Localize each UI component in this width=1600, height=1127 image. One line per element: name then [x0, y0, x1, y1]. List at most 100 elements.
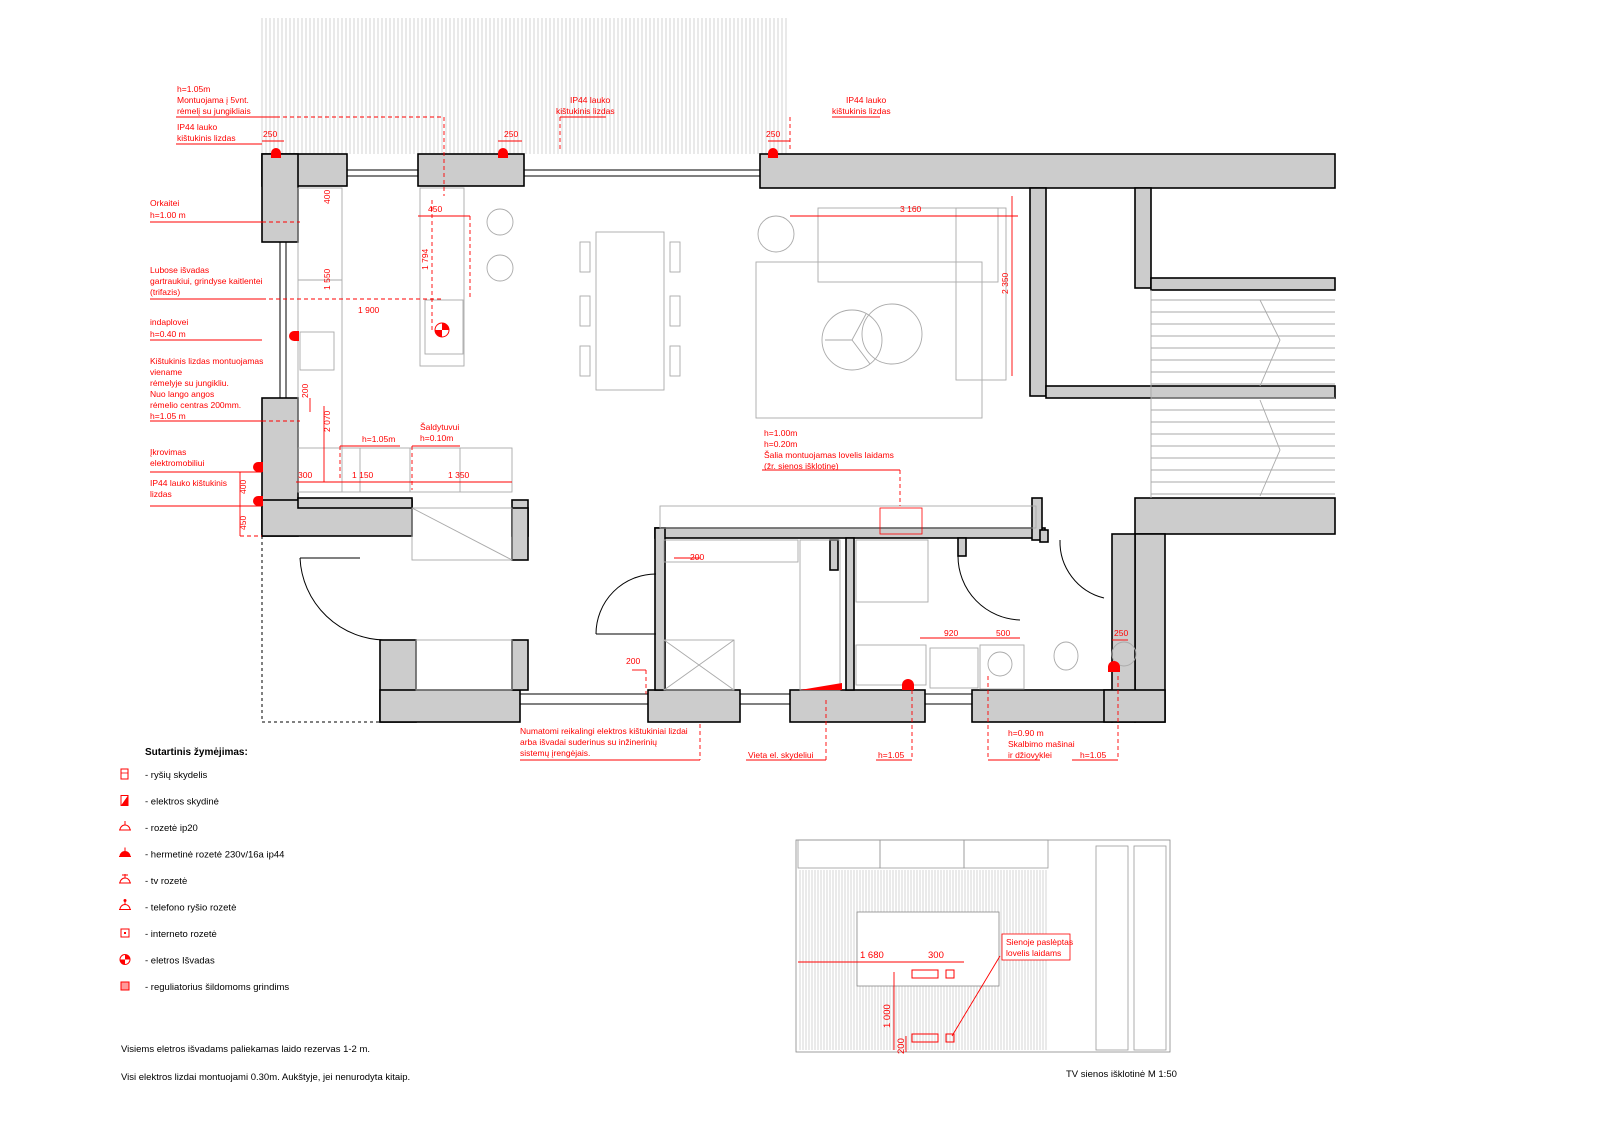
- kistukinis-line6: h=1.05 m: [150, 411, 186, 421]
- dim-300: 300: [298, 470, 312, 480]
- dim-1350: 1 350: [448, 470, 470, 480]
- kistukinis-line3: rėmelyje su jungikliu.: [150, 378, 229, 388]
- doors: [299, 539, 1105, 641]
- ip44-left-line2: kištukinis lizdas: [177, 133, 236, 143]
- hermetine-rozete-icon: [119, 847, 131, 857]
- dim-450-side: 450: [238, 516, 248, 530]
- elev-dim-200: 200: [896, 1038, 907, 1054]
- dim-200-hall: 200: [690, 552, 704, 562]
- lubose-line3: (trifazis): [150, 287, 180, 297]
- note-1: Visiems eletros išvadams paliekamas laid…: [121, 1044, 370, 1055]
- numatomi-line1: Numatomi reikalingi elektros kištukiniai…: [520, 726, 688, 736]
- dim-1550: 1 550: [322, 268, 332, 290]
- reguliatorius-icon: [120, 981, 130, 991]
- ip44-mid-line1: IP44 lauko: [570, 95, 610, 105]
- kistukinis-line5: rėmelio centras 200mm.: [150, 400, 241, 410]
- legend-label: - reguliatorius šildomoms grindims: [145, 982, 289, 993]
- indaplovei-line2: h=0.40 m: [150, 329, 186, 339]
- elev-dim-300: 300: [928, 950, 944, 961]
- dim-250-right: 250: [766, 129, 780, 139]
- legend-label: - tv rozetė: [145, 876, 187, 887]
- dining-table: [579, 231, 681, 391]
- legend-label: - rozetė ip20: [145, 823, 198, 834]
- red-devices: [253, 148, 1120, 690]
- tv-note-line4: (žr. sienos išklotinę): [764, 461, 839, 471]
- elevation-caption: TV sienos išklotinė M 1:50: [1066, 1069, 1177, 1080]
- note-h105-line1: h=1.05m: [177, 84, 210, 94]
- dim-200-door: 200: [626, 656, 640, 666]
- dim-200-kitchen: 200: [300, 384, 310, 398]
- tv-note-line3: Šalia montuojamas lovelis laidams: [764, 450, 894, 460]
- elev-dim-1000: 1 000: [882, 1004, 893, 1028]
- note-h105-line3: rėmelį su jungikliais: [177, 106, 251, 116]
- lubose-line1: Lubose išvadas: [150, 265, 209, 275]
- elev-note-line1: Sienoje paslėptas: [1006, 937, 1073, 947]
- ip44-mid-line2: kištukinis lizdas: [556, 106, 615, 116]
- lubose-line2: gartraukiui, grindyse kaitlentei: [150, 276, 263, 286]
- legend-label: - hermetinė rozetė 230v/16a ip44: [145, 850, 284, 861]
- ip44-lower-line1: IP44 lauko kištukinis: [150, 478, 227, 488]
- elektros-skydine-icon: [120, 795, 129, 806]
- rozete-ip20-icon: [119, 821, 131, 831]
- legend-title: Sutartinis žymėjimas:: [145, 747, 248, 758]
- legend-label: - elektros skydinė: [145, 797, 219, 808]
- h105-kitchen: h=1.05m: [362, 434, 395, 444]
- legend-label: - interneto rozetė: [145, 929, 217, 940]
- kistukinis-line2: viename: [150, 367, 182, 377]
- kistukinis-line1: Kištukinis lizdas montuojamas: [150, 356, 263, 366]
- kitchen-furniture: [297, 187, 514, 493]
- dim-250-left: 250: [263, 129, 277, 139]
- legend-label: - eletros Išvadas: [145, 956, 215, 967]
- dim-250-wc: 250: [1114, 628, 1128, 638]
- tv-wall-elevation: [795, 839, 1171, 1053]
- living-room-furniture: [755, 207, 1007, 419]
- numatomi-line2: arba išvadai suderinus su inžinerinių: [520, 737, 657, 747]
- dim-450: 450: [428, 204, 442, 214]
- stairs: [1150, 290, 1335, 498]
- ikrovimas-line2: elektromobiliui: [150, 458, 204, 468]
- note-h105-line2: Montuojama į 5vnt.: [177, 95, 249, 105]
- elev-dim-1680: 1 680: [860, 950, 884, 961]
- numatomi-line3: sistemų įrengėjais.: [520, 748, 590, 758]
- ip44-right-line2: kištukinis lizdas: [832, 106, 891, 116]
- orkaitei-line1: Orkaitei: [150, 198, 179, 208]
- tv-note-line2: h=0.20m: [764, 439, 797, 449]
- tv-rozete-icon: [119, 874, 131, 884]
- ip44-right-line1: IP44 lauko: [846, 95, 886, 105]
- tv-note-line1: h=1.00m: [764, 428, 797, 438]
- kistukinis-line4: Nuo lango angos: [150, 389, 214, 399]
- dim-2070: 2 070: [322, 410, 332, 432]
- dim-2350: 2 350: [1000, 272, 1010, 294]
- dim-1794: 1 794: [420, 248, 430, 270]
- skalbimo-line1: h=0.90 m: [1008, 728, 1044, 738]
- ikrovimas-line1: Įkrovimas: [150, 447, 186, 457]
- dim-500: 500: [996, 628, 1010, 638]
- saldytuvui-line1: Šaldytuvui: [420, 422, 459, 432]
- telefono-rozete-icon: [119, 899, 131, 910]
- dim-3160: 3 160: [900, 204, 922, 214]
- note-2: Visi elektros lizdai montuojami 0.30m. A…: [121, 1072, 410, 1083]
- interneto-rozete-icon: [120, 928, 130, 938]
- indaplovei-line1: indaplovei: [150, 317, 188, 327]
- orkaitei-line2: h=1.00 m: [150, 210, 186, 220]
- dim-1900: 1 900: [358, 305, 380, 315]
- h105-bath: h=1.05: [878, 750, 905, 760]
- skalbimo-line3: ir džiovyklei: [1008, 750, 1052, 760]
- saldytuvui-line2: h=0.10m: [420, 433, 453, 443]
- dim-920: 920: [944, 628, 958, 638]
- vieta-skydeliui: Vieta el. skydeliui: [748, 750, 814, 760]
- legend-label: - ryšių skydelis: [145, 770, 208, 781]
- h105-wc: h=1.05: [1080, 750, 1107, 760]
- windows: [279, 169, 972, 705]
- dim-1150: 1 150: [352, 470, 374, 480]
- walls: [261, 153, 1336, 723]
- elev-note-line2: lovelis laidams: [1006, 948, 1061, 958]
- dim-400-side: 400: [238, 480, 248, 494]
- elektros-isvadas-icon: [119, 954, 131, 965]
- terrace-hatch: [261, 18, 787, 154]
- rysiu-skydelis-icon: [120, 768, 129, 780]
- bathroom-furniture: [411, 507, 1137, 691]
- ip44-left-line1: IP44 lauko: [177, 122, 217, 132]
